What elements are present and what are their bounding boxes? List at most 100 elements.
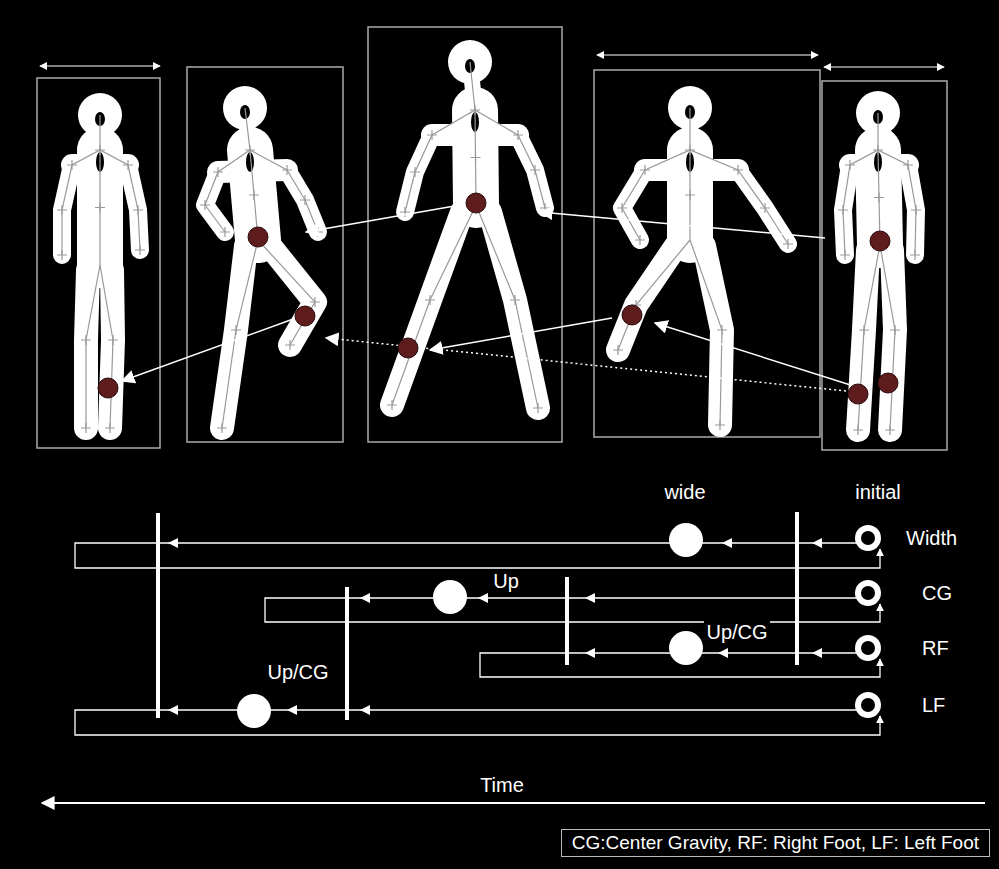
skeleton-line xyxy=(205,150,318,232)
motion-arrow xyxy=(430,318,612,350)
skeleton-line xyxy=(843,150,916,255)
joint-cross xyxy=(67,160,77,170)
joint-cross xyxy=(513,130,523,140)
body-part xyxy=(287,170,318,232)
initial-state xyxy=(855,635,881,661)
body-part xyxy=(618,240,690,350)
skeleton-line xyxy=(689,108,690,240)
joint-cross xyxy=(471,153,481,163)
skeleton-line xyxy=(622,150,788,244)
joint-cross xyxy=(57,205,67,215)
joint-cross xyxy=(81,335,91,345)
joint-cross xyxy=(387,400,397,410)
width-arrow xyxy=(824,66,944,67)
frames xyxy=(37,27,947,450)
flow-head xyxy=(585,593,595,603)
body-part xyxy=(392,205,476,405)
joint-cross xyxy=(760,203,770,213)
joint-cross xyxy=(313,227,323,237)
silhouette xyxy=(838,91,921,435)
joint-cross xyxy=(410,167,420,177)
joint-cross xyxy=(717,325,727,335)
tracked-point xyxy=(295,306,315,326)
silhouette xyxy=(57,93,145,433)
label: initial xyxy=(853,481,903,503)
body-part xyxy=(880,245,895,430)
skeleton-line xyxy=(880,245,895,430)
joint-cross xyxy=(95,203,105,213)
joint-cross xyxy=(635,235,645,245)
skeleton-line xyxy=(690,240,722,425)
initial-state-core xyxy=(861,641,875,655)
label: Width xyxy=(904,527,959,549)
width-arrow xyxy=(40,65,160,66)
joint-cross xyxy=(853,425,863,435)
silhouette xyxy=(387,40,550,413)
state-circle xyxy=(433,580,467,614)
initial-state-core xyxy=(861,698,875,712)
joint-cross xyxy=(685,145,695,155)
initial-state-core xyxy=(861,531,875,545)
label: CG xyxy=(920,582,954,604)
skeleton-line xyxy=(470,62,476,205)
label: RF xyxy=(920,637,951,659)
silhouettes xyxy=(57,40,921,435)
state-line xyxy=(75,710,880,735)
joint-cross xyxy=(885,425,895,435)
frame-box xyxy=(368,27,562,442)
silhouette xyxy=(613,86,793,430)
skeleton-line xyxy=(618,240,690,350)
state-circle xyxy=(669,631,703,665)
state-circle xyxy=(237,694,271,728)
skeleton-line xyxy=(405,110,545,212)
motion-arrow xyxy=(306,204,466,232)
body-part xyxy=(405,135,432,212)
joint-cross xyxy=(783,239,793,249)
tracked-point xyxy=(248,227,268,247)
initial-state-core xyxy=(861,586,875,600)
label: Time xyxy=(478,774,526,796)
tracked-point xyxy=(466,193,486,213)
label: LF xyxy=(920,694,947,716)
skeleton-line xyxy=(99,115,100,265)
joint-cross xyxy=(613,345,623,355)
motion-arrow xyxy=(122,318,296,381)
joint-cross xyxy=(135,245,145,255)
motion-arrow xyxy=(326,338,856,392)
joint-cross xyxy=(425,295,435,305)
joint-cross xyxy=(310,297,320,307)
frame-box xyxy=(822,81,947,450)
joint-cross xyxy=(530,165,540,175)
joint-cross xyxy=(533,403,543,413)
flow-head xyxy=(287,705,297,715)
flow-head xyxy=(812,648,822,658)
tracked-point xyxy=(98,378,118,398)
initial-state xyxy=(855,525,881,551)
skeleton-line xyxy=(86,265,100,428)
legend-text: CG:Center Gravity, RF: Right Foot, LF: L… xyxy=(572,832,979,854)
joint-cross xyxy=(715,420,725,430)
joint-cross xyxy=(81,423,91,433)
frame-box xyxy=(37,78,160,448)
body-part xyxy=(518,135,545,208)
flow-head xyxy=(360,593,370,603)
joint-cross xyxy=(911,205,921,215)
sync-bar xyxy=(565,577,569,665)
joint-cross xyxy=(903,160,913,170)
motion-arrow xyxy=(540,212,825,238)
joint-cross xyxy=(845,160,855,170)
skeleton-line xyxy=(476,205,538,408)
joint-cross xyxy=(57,250,67,260)
joint-cross xyxy=(108,335,118,345)
frame-box xyxy=(594,70,820,437)
legend-box: CG:Center Gravity, RF: Right Foot, LF: L… xyxy=(561,829,990,857)
joint-cross xyxy=(910,250,920,260)
skeleton-line xyxy=(878,113,880,245)
sync-bar xyxy=(345,587,349,720)
joint-cross xyxy=(427,130,437,140)
joint-cross xyxy=(285,340,295,350)
tracked-point xyxy=(398,338,418,358)
label: Up/CG xyxy=(704,621,769,643)
joint-cross xyxy=(282,165,292,175)
